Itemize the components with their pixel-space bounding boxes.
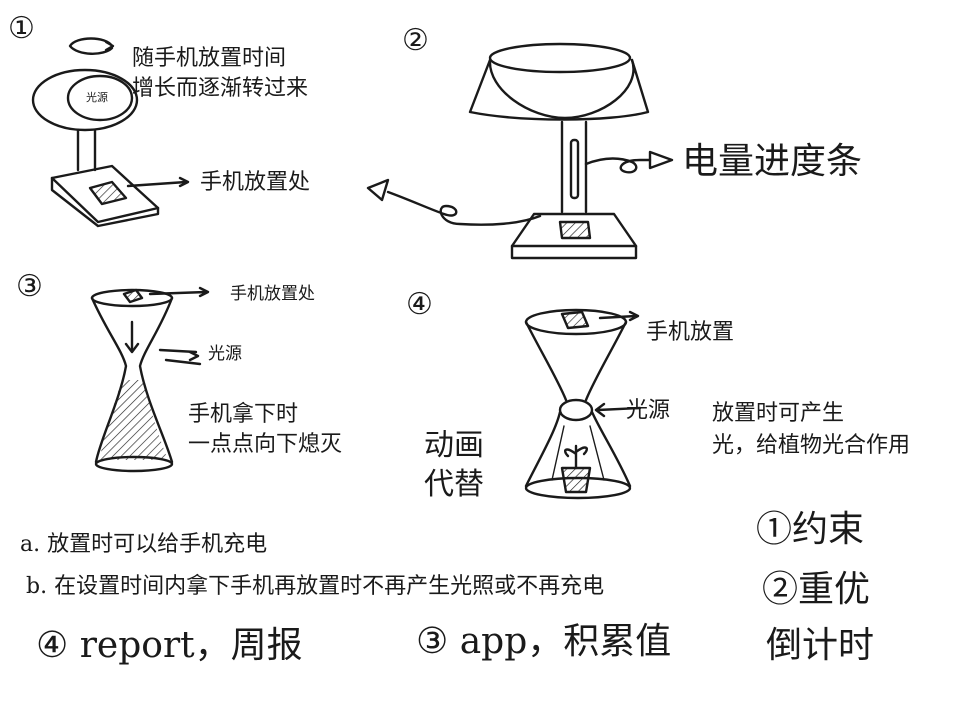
note-a: a. 放置时可以给手机充电 (20, 532, 268, 557)
animation-note: 动画 代替 (424, 428, 484, 502)
light-disc-outer (31, 68, 139, 132)
phone-label: 手机放置 (646, 320, 735, 345)
plant-pot (560, 466, 592, 494)
light-cup (558, 398, 594, 422)
progress-bar-label: 电量进度条 (682, 141, 863, 182)
sketch-3-number: ③ (16, 269, 43, 304)
sketch-4-number: ④ (406, 287, 433, 322)
constraint-note: ①约束 (756, 509, 865, 550)
light-source-label: 光源 (208, 344, 242, 364)
hourglass-fill (100, 380, 168, 460)
rotation-note: 随手机放置时间 增长而逐渐转过来 (132, 46, 309, 101)
progress-bar (569, 138, 580, 200)
phone-spot-label: 手机放置处 (230, 284, 315, 304)
lamp-phone-spot (558, 220, 592, 240)
app-note: ③ app，积累值 (416, 621, 672, 662)
phone-spot-hatch (88, 180, 128, 206)
countdown-note: 倒计时 (766, 625, 875, 666)
light-source-label: 光源 (626, 398, 671, 423)
light-source-label: 光源 (86, 91, 108, 104)
sketch-4-drawing (524, 308, 642, 500)
sketch-1-drawing (31, 37, 190, 228)
light-disc-inner (66, 74, 134, 122)
report-note: ④ report，周报 (36, 625, 303, 666)
photosynthesis-note: 放置时可产生 光，给植物光合作用 (712, 401, 911, 458)
sketch-2-drawing (468, 42, 674, 260)
lamp-shade (488, 58, 635, 120)
reset-note: ②重优 (762, 569, 871, 610)
rotation-arrow-icon (68, 37, 115, 55)
fade-note: 手机拿下时 一点点向下熄灭 (188, 402, 343, 457)
phone-spot-label: 手机放置处 (200, 170, 311, 195)
sketch-2-number: ② (402, 23, 429, 58)
connector-squiggle (366, 178, 542, 226)
sketch-3-drawing (90, 286, 210, 473)
sketch-1-number: ① (8, 11, 35, 46)
note-b: b. 在设置时间内拿下手机再放置时不再产生光照或不再充电 (26, 574, 605, 599)
